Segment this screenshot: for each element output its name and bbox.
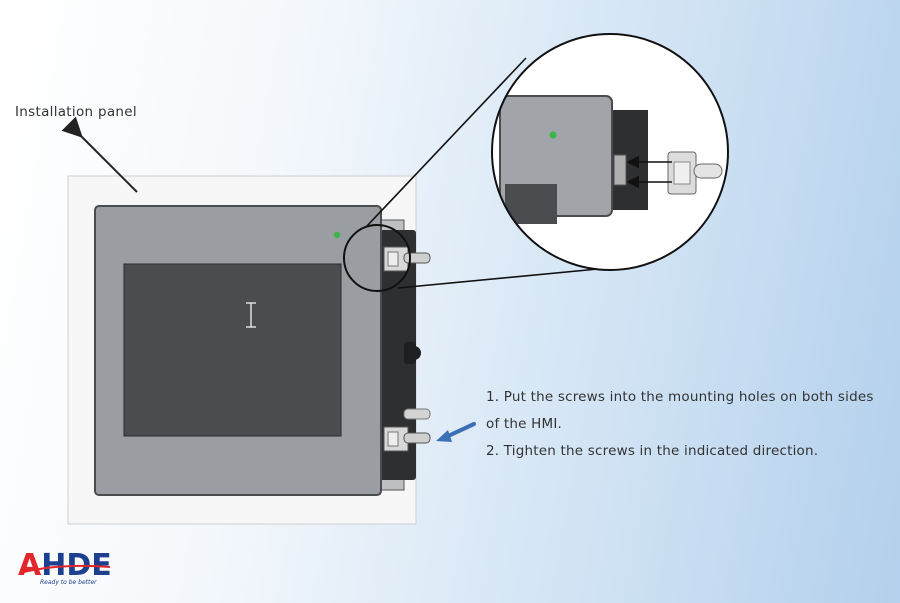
blue-pointer-arrow xyxy=(436,422,476,442)
logo-tagline: Ready to be better xyxy=(40,579,97,586)
mounting-clip-top xyxy=(383,246,431,272)
zoom-detail xyxy=(491,33,729,271)
side-connector xyxy=(404,342,421,364)
ahde-logo: AHDE xyxy=(18,548,112,583)
instruction-step-1: 1. Put the screws into the mounting hole… xyxy=(486,389,874,432)
mounting-clip-bottom xyxy=(383,426,431,452)
status-led xyxy=(333,231,341,239)
zoom-line-top xyxy=(365,57,527,228)
detail-circle xyxy=(343,224,411,292)
mounting-screw-pin xyxy=(403,408,431,420)
panel-pointer-arrow xyxy=(61,116,138,193)
text-cursor-icon xyxy=(246,302,256,328)
hmi-screen xyxy=(123,263,342,437)
instruction-step-2: 2. Tighten the screws in the indicated d… xyxy=(486,443,819,459)
installation-panel-label: Installation panel xyxy=(15,104,137,120)
